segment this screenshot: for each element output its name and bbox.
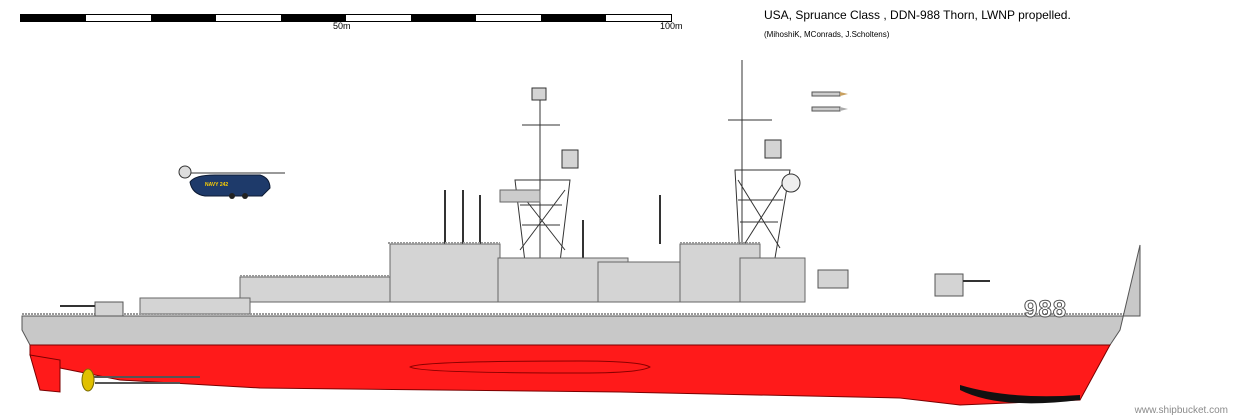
watermark: www.shipbucket.com <box>1134 405 1228 416</box>
scale-segment <box>541 15 606 21</box>
scale-segment <box>281 15 346 21</box>
bilge-keel <box>409 360 651 374</box>
mainmast <box>514 87 579 263</box>
hull-boot-top <box>29 344 1111 406</box>
page-title: USA, Spruance Class , DDN-988 Thorn, LWN… <box>764 8 1071 22</box>
hull-number: 988 <box>1023 296 1068 324</box>
aft-gun <box>934 273 990 297</box>
sonar-dome <box>960 385 1080 404</box>
scale-segment <box>86 15 151 21</box>
scale-bar <box>20 14 672 22</box>
missile-icon <box>811 91 848 112</box>
hull-upper <box>21 244 1141 346</box>
scale-label-100m: 100m <box>660 21 683 31</box>
whip-antennas <box>444 190 661 262</box>
propeller-shafts <box>88 376 200 384</box>
scale-segment <box>151 15 216 21</box>
missile-launcher <box>817 269 849 289</box>
radar-antenna <box>561 149 579 169</box>
forward-gun <box>60 301 124 317</box>
scale-segment <box>476 15 541 21</box>
rudder <box>29 354 61 393</box>
radar-dome-icon <box>781 173 801 193</box>
scale-label-50m: 50m <box>333 21 351 31</box>
scale-segment <box>411 15 476 21</box>
scale-segment <box>216 15 281 21</box>
foremast <box>728 60 801 259</box>
helicopter-marking: NAVY 242 <box>205 182 229 188</box>
credits-line: (MihoshiK, MConrads, J.Scholtens) <box>764 30 890 39</box>
deck-railings <box>22 242 1140 315</box>
scale-segment <box>606 15 671 21</box>
propeller-icon <box>81 368 95 392</box>
scale-segment <box>346 15 411 21</box>
helicopter-icon <box>178 165 285 199</box>
superstructure <box>139 189 806 315</box>
scale-segment <box>21 15 86 21</box>
